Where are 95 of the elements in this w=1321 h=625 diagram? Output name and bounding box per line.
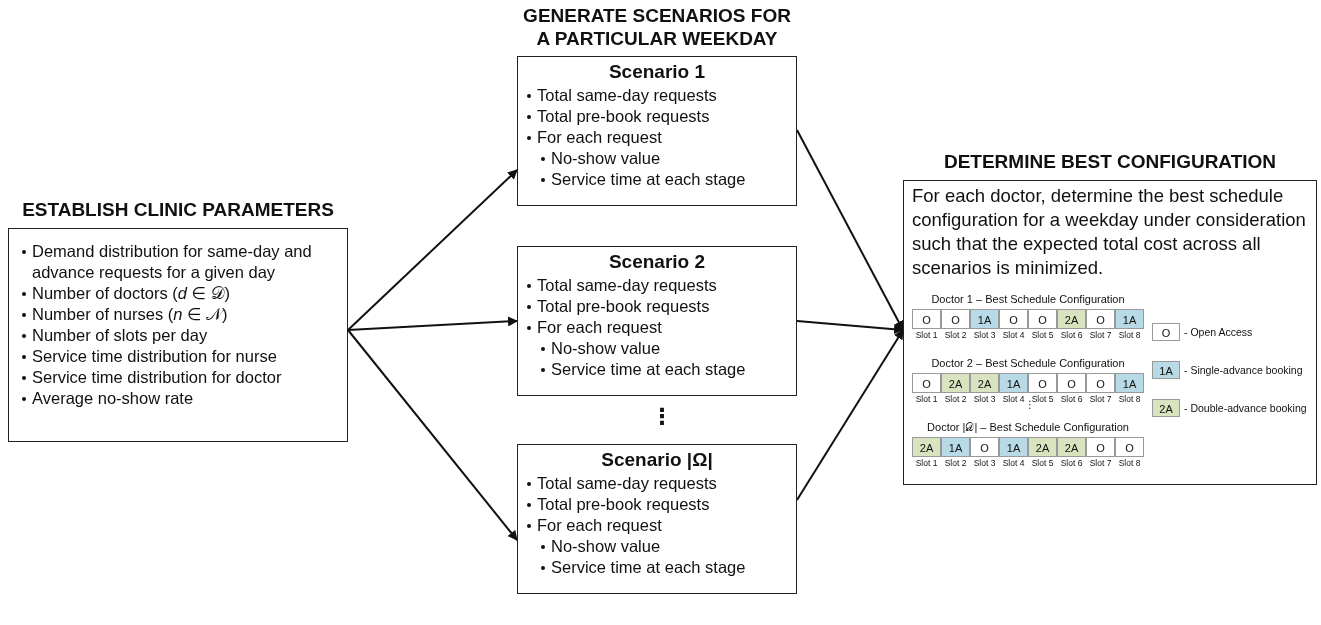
slot-label: Slot 8 (1117, 394, 1142, 404)
scenario-box (517, 56, 797, 206)
slot-label: Slot 4 (1001, 458, 1026, 468)
ellipsis: ⋮ (651, 404, 673, 430)
slot-label: Slot 8 (1117, 330, 1142, 340)
schedule-cell: 1A (1115, 309, 1144, 329)
schedule-cell: O (970, 437, 999, 457)
bullet-item: No-show value (538, 148, 790, 169)
slot-label: Slot 7 (1088, 394, 1113, 404)
schedule-cell: 1A (999, 437, 1028, 457)
bullet-item: Average no-show rate (19, 388, 339, 409)
scenario-heading: Scenario 2 (607, 251, 707, 273)
bullet-item: Number of nurses (n ∈ 𝒩) (19, 304, 339, 325)
slot-label: Slot 2 (943, 394, 968, 404)
slot-label: Slot 5 (1031, 394, 1055, 404)
arrow (796, 320, 904, 335)
schedule-cell: 1A (999, 373, 1028, 393)
scenario-heading: Scenario 1 (607, 61, 707, 83)
slot-label: Slot 4 (1001, 330, 1026, 340)
arrow (347, 169, 518, 331)
section-heading: DETERMINE BEST CONFIGURATION (942, 151, 1278, 173)
slot-label: Slot 7 (1088, 330, 1113, 340)
slot-label: Slot 6 (1059, 458, 1084, 468)
schedule-cell: 1A (970, 309, 999, 329)
column-heading: GENERATE SCENARIOS FOR A PARTICULAR WEEKDAY (522, 4, 792, 50)
slot-label: Slot 2 (943, 458, 968, 468)
slot-label: Slot 1 (914, 458, 939, 468)
slot-label: Slot 7 (1088, 458, 1113, 468)
schedule-cell: 2A (912, 437, 941, 457)
slot-label: Slot 3 (972, 330, 997, 340)
schedule-cell: O (1028, 373, 1057, 393)
bullet-item: Number of doctors (d ∈ 𝒟) (19, 283, 339, 304)
schedule-cell: 2A (1028, 437, 1057, 457)
bullet-item: For each request (524, 317, 790, 338)
arrow (796, 329, 904, 501)
schedule-title: Doctor |𝒟| – Best Schedule Configuration (926, 421, 1130, 434)
schedule-cell: O (999, 309, 1028, 329)
schedule-cell: O (1115, 437, 1144, 457)
arrow (796, 129, 904, 331)
bullet-item: Total same-day requests (524, 85, 790, 106)
slot-label: Slot 1 (914, 330, 939, 340)
schedule-cell: O (1086, 437, 1115, 457)
bullet-item: Total same-day requests (524, 473, 790, 494)
bullet-item: Total pre-book requests (524, 494, 790, 515)
bullet-item: Service time at each stage (538, 557, 790, 578)
slot-label: Slot 3 (972, 458, 997, 468)
bullet-item: Total same-day requests (524, 275, 790, 296)
schedule-cell: 2A (1057, 309, 1086, 329)
bullet-item: Number of slots per day (19, 325, 339, 346)
legend-swatch: O (1152, 323, 1180, 341)
schedule-cell: O (941, 309, 970, 329)
bullet-item: Service time at each stage (538, 359, 790, 380)
bullet-item: For each request (524, 515, 790, 536)
schedule-cell: O (912, 373, 941, 393)
slot-label: Slot 5 (1030, 458, 1055, 468)
schedule-cell: 2A (970, 373, 999, 393)
schedule-cell: O (1057, 373, 1086, 393)
bullet-item: Service time at each stage (538, 169, 790, 190)
bullet-item: Service time distribution for nurse (19, 346, 339, 367)
bullet-item: Total pre-book requests (524, 106, 790, 127)
arrow (347, 316, 518, 331)
slot-label: Slot 3 (972, 394, 997, 404)
bullet-item: No-show value (538, 536, 790, 557)
slot-label: Slot 1 (914, 394, 939, 404)
legend-text: - Double-advance booking (1184, 402, 1307, 414)
legend-text: - Open Access (1184, 326, 1253, 338)
bullet-item: No-show value (538, 338, 790, 359)
schedule-cell: O (1086, 373, 1115, 393)
schedule-title: Doctor 1 – Best Schedule Configuration (930, 293, 1126, 305)
slot-label: Slot 6 (1059, 394, 1084, 404)
schedule-cell: 2A (941, 373, 970, 393)
schedule-cell: 1A (941, 437, 970, 457)
legend-swatch: 2A (1152, 399, 1180, 417)
bullet-item: Service time distribution for doctor (19, 367, 339, 388)
slot-label: Slot 4 (1001, 394, 1026, 404)
slot-label: Slot 8 (1117, 458, 1142, 468)
schedule-title: Doctor 2 – Best Schedule Configuration (930, 357, 1126, 369)
legend-text: - Single-advance booking (1184, 364, 1303, 376)
schedule-cell: O (1028, 309, 1057, 329)
description-text: For each doctor, determine the best schedule configuration for a weekday under consideration such that the expected total cost across all scenarios is minimized. (911, 184, 1307, 280)
schedule-cell: O (912, 309, 941, 329)
legend-swatch: 1A (1152, 361, 1180, 379)
scenario-box (517, 246, 797, 396)
bullet-item: For each request (524, 127, 790, 148)
slot-label: Slot 5 (1030, 330, 1055, 340)
slot-label: Slot 2 (943, 330, 968, 340)
schedule-cell: 2A (1057, 437, 1086, 457)
slot-label: Slot 6 (1059, 330, 1084, 340)
bullet-item: Total pre-book requests (524, 296, 790, 317)
schedule-cell: 1A (1115, 373, 1144, 393)
arrow (347, 329, 518, 541)
scenario-heading: Scenario |Ω| (600, 449, 714, 471)
scenario-box (517, 444, 797, 594)
schedule-cell: O (1086, 309, 1115, 329)
section-heading: ESTABLISH CLINIC PARAMETERS (21, 199, 335, 221)
